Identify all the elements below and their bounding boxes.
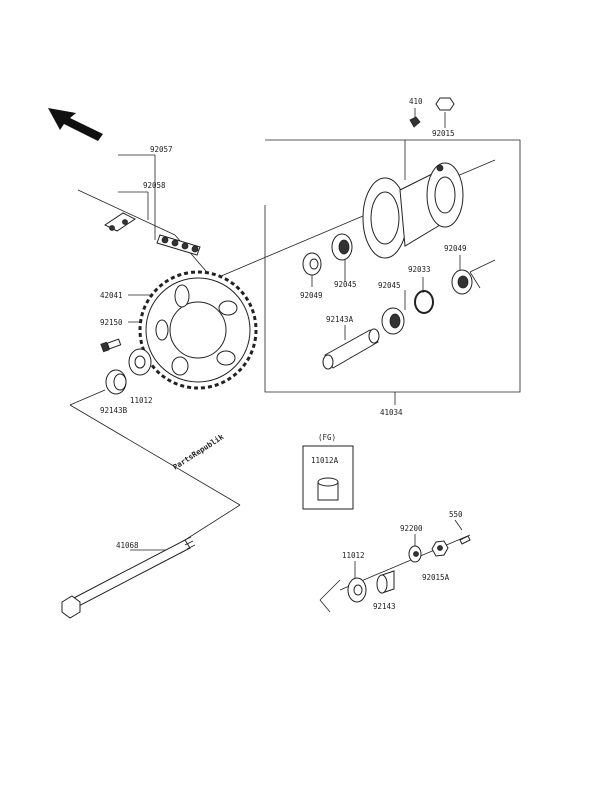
watermark: PartsRepublik — [171, 432, 226, 472]
nut-410 — [409, 116, 421, 128]
collar-92143 — [376, 570, 395, 594]
sprocket-bolt — [100, 338, 122, 353]
label-92200: 92200 — [400, 524, 423, 533]
label-92045-lower: 92045 — [378, 281, 401, 290]
oil-seal-92049-right — [451, 269, 473, 295]
oil-seal-92049-upper — [302, 252, 322, 276]
collar-92143b — [105, 369, 127, 395]
label-11012a: 11012A — [311, 456, 339, 465]
label-92143b: 92143B — [100, 406, 128, 415]
chain-joint-link — [104, 212, 136, 232]
washer-92200 — [408, 545, 422, 563]
fg-inset-box — [302, 445, 354, 510]
label-42041: 42041 — [100, 291, 123, 300]
oil-seal-11012-right — [347, 577, 367, 603]
label-92150: 92150 — [100, 318, 123, 327]
label-92143: 92143 — [373, 602, 396, 611]
label-550: 550 — [449, 510, 463, 519]
label-41068: 41068 — [116, 541, 139, 550]
label-92045-upper: 92045 — [334, 280, 357, 289]
label-92058: 92058 — [143, 181, 166, 190]
label-92015a: 92015A — [422, 573, 450, 582]
bearing-92045-lower — [381, 307, 405, 335]
label-92015: 92015 — [432, 129, 455, 138]
label-11012-left: 11012 — [130, 396, 153, 405]
axle-41068 — [61, 536, 196, 619]
label-11012-right: 11012 — [342, 551, 365, 560]
label-92033: 92033 — [408, 265, 431, 274]
spacer-92143a — [322, 328, 380, 370]
rear-hub — [362, 162, 464, 259]
label-41034: 41034 — [380, 408, 403, 417]
drive-chain — [156, 234, 201, 256]
front-direction-arrow-icon — [48, 108, 103, 141]
nut-92015a — [431, 540, 449, 557]
nut-92015 — [435, 97, 455, 111]
label-410: 410 — [409, 97, 423, 106]
circlip-92033 — [414, 290, 434, 314]
cotter-pin-550 — [459, 535, 471, 545]
oil-seal-left — [128, 348, 152, 376]
bearing-92045-upper — [331, 233, 353, 261]
label-92049-lower: 92049 — [300, 291, 323, 300]
label-92143a: 92143A — [326, 315, 354, 324]
label-92057: 92057 — [150, 145, 173, 154]
rear-sprocket — [138, 270, 258, 390]
label-fg: (FG) — [318, 433, 336, 442]
label-92049-upper: 92049 — [444, 244, 467, 253]
hub-assembly-box — [264, 139, 521, 393]
